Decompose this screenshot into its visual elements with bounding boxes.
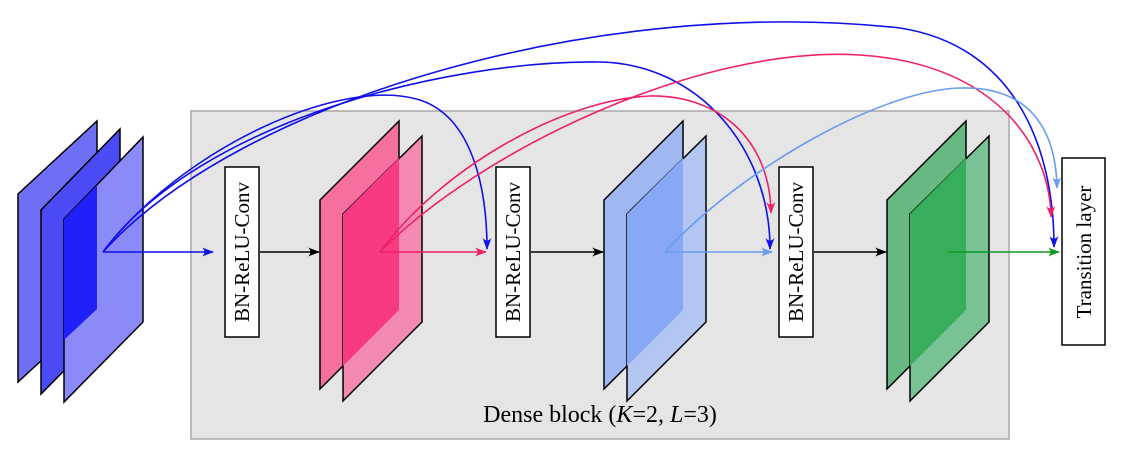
- input-connections: [102, 21, 1059, 257]
- layer1-sheet-overlap: [343, 158, 399, 366]
- dense-block-caption: Dense block (K=2, L=3): [483, 402, 717, 428]
- caption-k-var: K: [615, 402, 634, 428]
- op-label-3: BN-ReLU-Conv: [784, 182, 808, 322]
- layer1-to-transition-arrow: [379, 53, 1056, 253]
- op-box-3: BN-ReLU-Conv: [778, 166, 814, 338]
- layer3-feature-maps: [886, 119, 990, 403]
- op-label-1: BN-ReLU-Conv: [230, 182, 254, 322]
- input-to-op3-arrow: [102, 61, 775, 253]
- layer3-sheet-overlap: [910, 158, 966, 366]
- layer2-feature-maps: [603, 119, 707, 403]
- input-to-transition-arrow: [102, 21, 1059, 253]
- input-sheet-overlap: [64, 185, 97, 340]
- op-label-2: BN-ReLU-Conv: [501, 182, 525, 322]
- layer2-to-transition-arrow: [664, 87, 1062, 253]
- layer2-connections: [664, 87, 1062, 257]
- input-to-op2-arrow: [102, 94, 492, 253]
- caption-prefix: Dense block (: [483, 402, 616, 428]
- op-box-1: BN-ReLU-Conv: [224, 166, 260, 338]
- layer1-feature-maps: [319, 119, 423, 403]
- layer1-to-op3-arrow: [379, 95, 776, 253]
- caption-l-eq: =3): [683, 402, 717, 428]
- layer1-connections: [379, 53, 1056, 257]
- transition-layer-box: Transition layer: [1061, 157, 1106, 346]
- transition-layer-label: Transition layer: [1072, 186, 1096, 319]
- caption-l-var: L: [669, 402, 683, 428]
- input-feature-maps: [17, 119, 144, 404]
- op-box-2: BN-ReLU-Conv: [495, 166, 531, 338]
- caption-k-eq: =2,: [632, 402, 670, 428]
- layer2-sheet-overlap: [627, 158, 683, 366]
